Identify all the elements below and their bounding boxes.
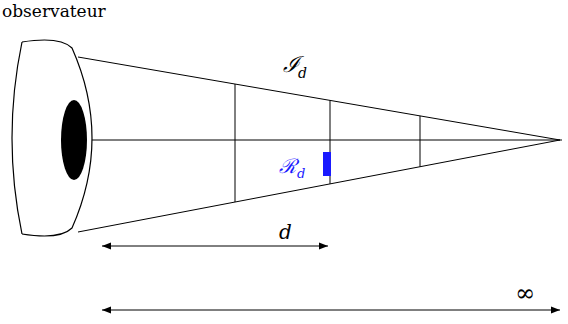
plane-line [235,84,236,202]
cone-edge [78,140,560,232]
distance-arrow [102,310,560,311]
eye-outline [22,40,92,236]
infinity-label: ∞ [515,281,535,305]
optical-axis [92,140,562,141]
eye-outline [12,42,22,234]
region-rect [323,152,331,176]
image-symbol: ℐ [283,54,299,76]
subscript: d [297,167,305,180]
observer-label: observateur [2,3,106,20]
distance-label: d [279,222,292,242]
pupil [61,100,87,180]
region-symbol: ℛ [279,156,296,176]
distance-arrow [102,246,328,247]
cone-edge [78,57,560,140]
plane-line [420,116,421,167]
subscript: d [298,66,307,80]
